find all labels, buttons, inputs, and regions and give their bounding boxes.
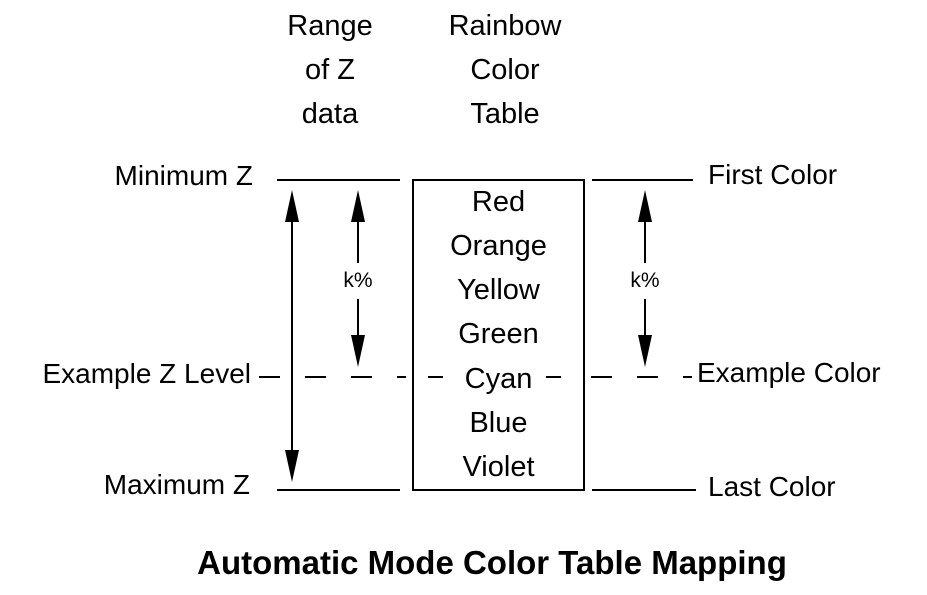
k-percent-label-left: k% <box>343 269 373 292</box>
color-table-box <box>412 179 585 491</box>
z-range-header-line3: data <box>301 98 359 130</box>
k-percent-arrow-left <box>351 190 365 367</box>
example-color-label: Example Color <box>697 357 881 388</box>
maximum-z-label: Maximum Z <box>103 469 250 500</box>
z-range-header: Range of Z data <box>240 4 420 136</box>
color-item-red: Red <box>471 185 526 218</box>
diagram-title: Automatic Mode Color Table Mapping <box>197 544 787 581</box>
color-item-orange: Orange <box>450 229 547 262</box>
last-color-label: Last Color <box>708 471 836 502</box>
rainbow-table-header-line3: Table <box>470 98 540 130</box>
example-z-level-label: Example Z Level <box>42 358 251 389</box>
z-range-header-line1: Range <box>287 10 373 42</box>
first-color-label: First Color <box>708 159 838 190</box>
rainbow-table-header-line2: Color <box>470 54 540 86</box>
color-item-blue: Blue <box>469 407 528 440</box>
z-range-arrow <box>285 190 299 482</box>
color-item-cyan: Cyan <box>464 362 533 395</box>
k-percent-label-right: k% <box>630 269 660 292</box>
color-item-green: Green <box>458 318 539 351</box>
rainbow-color-list: Red Orange Yellow Green Cyan Blue Violet <box>413 180 584 490</box>
rainbow-table-header-line1: Rainbow <box>448 10 562 42</box>
color-item-violet: Violet <box>462 451 535 484</box>
color-item-yellow: Yellow <box>457 274 540 307</box>
minimum-z-label: Minimum Z <box>114 160 253 191</box>
k-percent-arrow-right <box>638 190 652 367</box>
z-range-header-line2: of Z <box>305 54 355 86</box>
rainbow-table-header: Rainbow Color Table <box>415 4 595 136</box>
